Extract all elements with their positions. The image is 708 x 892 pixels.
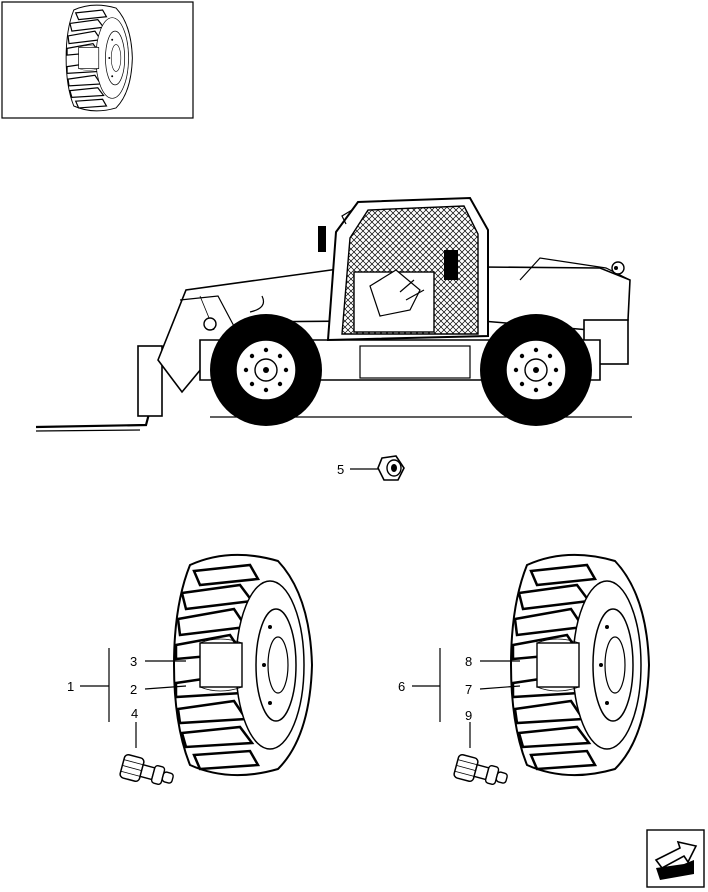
callout-5: 5 bbox=[337, 462, 344, 477]
callout-2: 2 bbox=[130, 682, 137, 697]
callout-6: 6 bbox=[398, 679, 405, 694]
bracket-1 bbox=[80, 648, 187, 748]
telescopic-handler-illustration bbox=[35, 196, 632, 432]
callout-8: 8 bbox=[465, 654, 472, 669]
tire-assembly-left bbox=[172, 553, 314, 777]
callout-4: 4 bbox=[131, 706, 138, 721]
tire-valve-icon bbox=[452, 753, 511, 792]
tire-thumbnail-icon bbox=[1, 1, 194, 119]
tire-assembly-right bbox=[509, 553, 651, 777]
callout-7: 7 bbox=[465, 682, 472, 697]
wheel-nut-icon bbox=[350, 455, 405, 481]
callout-3: 3 bbox=[130, 654, 137, 669]
next-page-arrow-icon[interactable] bbox=[646, 829, 705, 888]
tire-valve-icon bbox=[118, 753, 177, 792]
callout-1: 1 bbox=[67, 679, 74, 694]
bracket-6 bbox=[412, 648, 521, 748]
callout-9: 9 bbox=[465, 708, 472, 723]
